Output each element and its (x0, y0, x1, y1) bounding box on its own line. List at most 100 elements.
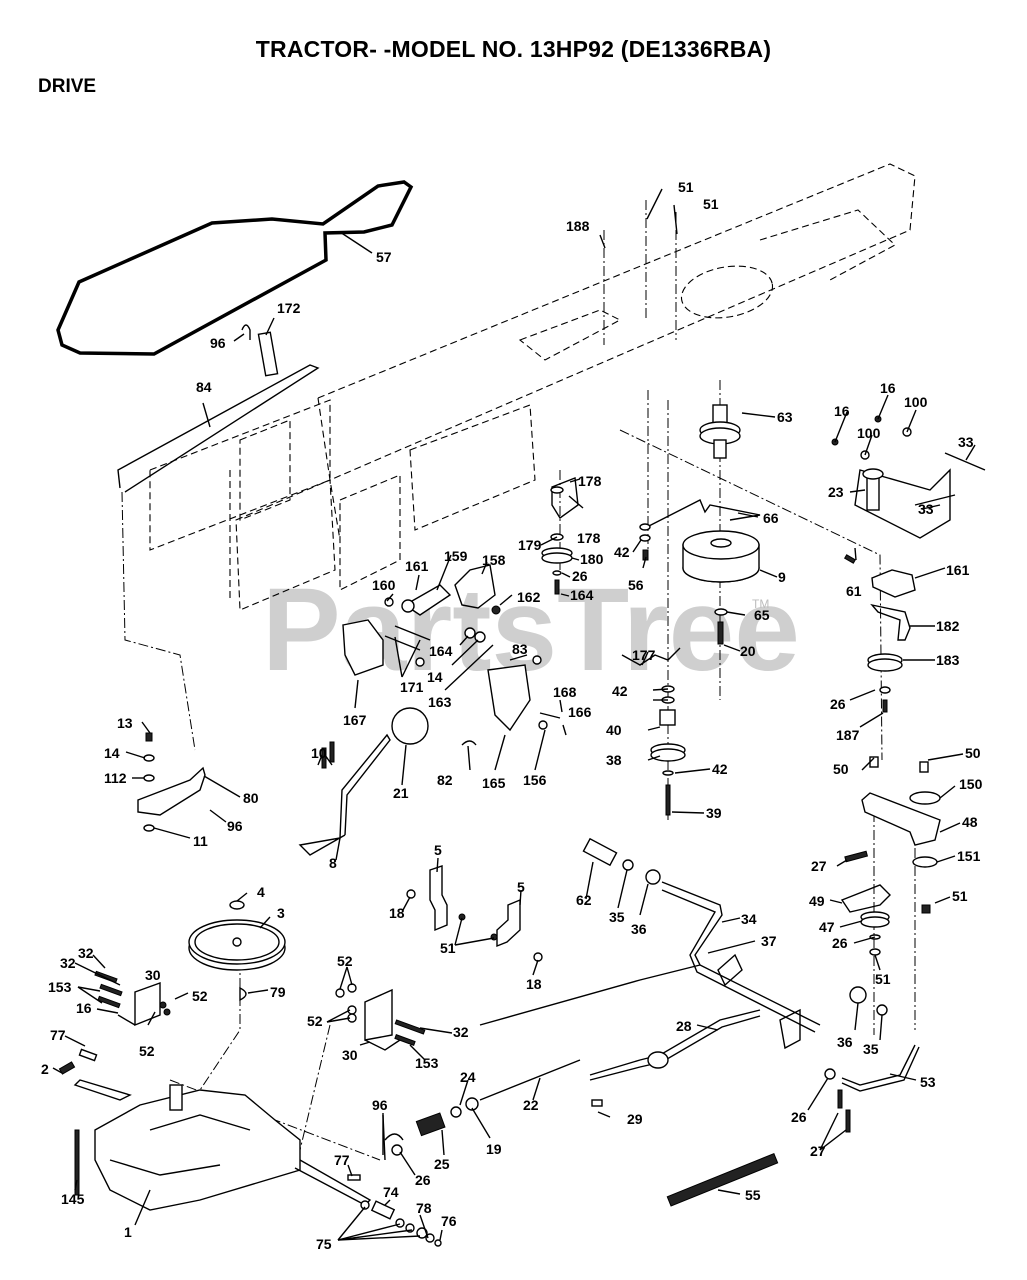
brake-rod-28[interactable] (479, 964, 761, 1107)
callout-77[interactable]: 77 (50, 1027, 66, 1043)
callout-161[interactable]: 161 (405, 558, 429, 574)
callout-8[interactable]: 8 (329, 855, 337, 871)
callout-42[interactable]: 42 (612, 683, 628, 699)
callout-57[interactable]: 57 (376, 249, 392, 265)
callout-11[interactable]: 11 (193, 833, 208, 849)
callout-26[interactable]: 26 (830, 696, 846, 712)
callout-13[interactable]: 13 (117, 715, 133, 731)
callout-34[interactable]: 34 (741, 911, 757, 927)
callout-158[interactable]: 158 (482, 552, 506, 568)
callout-42[interactable]: 42 (712, 761, 728, 777)
callout-27[interactable]: 27 (810, 1143, 826, 1159)
bracket-assembly[interactable] (831, 415, 986, 539)
rod-84[interactable] (117, 324, 320, 493)
callout-20[interactable]: 20 (740, 643, 756, 659)
callout-62[interactable]: 62 (576, 892, 592, 908)
spring-55[interactable] (666, 1152, 779, 1207)
callout-52[interactable]: 52 (307, 1013, 323, 1029)
transmission-pulley-3[interactable] (188, 900, 286, 1002)
callout-28[interactable]: 28 (676, 1018, 692, 1034)
callout-66[interactable]: 66 (763, 510, 779, 526)
callout-168[interactable]: 168 (553, 684, 577, 700)
callout-162[interactable]: 162 (517, 589, 541, 605)
callout-182[interactable]: 182 (936, 618, 960, 634)
callout-177[interactable]: 177 (632, 647, 656, 663)
callout-112[interactable]: 112 (104, 770, 127, 786)
callout-145[interactable]: 145 (61, 1191, 85, 1207)
callout-50[interactable]: 50 (833, 761, 849, 777)
pulley-63[interactable] (699, 404, 741, 459)
callout-78[interactable]: 78 (416, 1200, 432, 1216)
callout-39[interactable]: 39 (706, 805, 722, 821)
callout-5[interactable]: 5 (434, 842, 442, 858)
callout-96[interactable]: 96 (227, 818, 243, 834)
pedal-bracket-assembly[interactable] (342, 564, 561, 746)
callout-61[interactable]: 61 (846, 583, 862, 599)
callout-47[interactable]: 47 (819, 919, 835, 935)
drive-belt[interactable] (56, 180, 414, 356)
callout-84[interactable]: 84 (196, 379, 212, 395)
callout-10[interactable]: 10 (311, 745, 327, 761)
callout-26[interactable]: 26 (415, 1172, 431, 1188)
callout-40[interactable]: 40 (606, 722, 622, 738)
lever-80[interactable] (137, 732, 206, 832)
callout-65[interactable]: 65 (754, 607, 770, 623)
callout-183[interactable]: 183 (936, 652, 960, 668)
callout-165[interactable]: 165 (482, 775, 506, 791)
callout-178[interactable]: 178 (577, 530, 601, 546)
callout-23[interactable]: 23 (828, 484, 844, 500)
callout-29[interactable]: 29 (627, 1111, 643, 1127)
callout-77[interactable]: 77 (334, 1152, 350, 1168)
callout-33[interactable]: 33 (958, 434, 974, 450)
idler-arm-48-assembly[interactable] (840, 756, 941, 956)
callout-50[interactable]: 50 (965, 745, 981, 761)
callout-51[interactable]: 51 (703, 196, 719, 212)
callout-22[interactable]: 22 (523, 1097, 539, 1113)
callout-30[interactable]: 30 (342, 1047, 358, 1063)
callout-26[interactable]: 26 (572, 568, 588, 584)
callout-52[interactable]: 52 (139, 1043, 155, 1059)
callout-24[interactable]: 24 (460, 1069, 476, 1085)
callout-63[interactable]: 63 (777, 409, 793, 425)
callout-172[interactable]: 172 (277, 300, 301, 316)
callout-167[interactable]: 167 (343, 712, 367, 728)
callout-96[interactable]: 96 (372, 1097, 388, 1113)
bracket-30-right[interactable] (335, 983, 426, 1051)
callout-74[interactable]: 74 (383, 1184, 399, 1200)
callout-30[interactable]: 30 (145, 967, 161, 983)
idler-180-assembly[interactable] (541, 477, 579, 595)
callout-53[interactable]: 53 (920, 1074, 936, 1090)
callout-9[interactable]: 9 (778, 569, 786, 585)
callout-38[interactable]: 38 (606, 752, 622, 768)
callout-51[interactable]: 51 (678, 179, 694, 195)
callout-100[interactable]: 100 (857, 425, 881, 441)
callout-5[interactable]: 5 (517, 879, 525, 895)
callout-52[interactable]: 52 (192, 988, 208, 1004)
callout-1[interactable]: 1 (124, 1224, 132, 1240)
callout-35[interactable]: 35 (863, 1041, 879, 1057)
callout-2[interactable]: 2 (41, 1061, 49, 1077)
callout-32[interactable]: 32 (60, 955, 76, 971)
callout-188[interactable]: 188 (566, 218, 590, 234)
callout-56[interactable]: 56 (628, 577, 644, 593)
callout-164[interactable]: 164 (429, 643, 453, 659)
callout-160[interactable]: 160 (372, 577, 396, 593)
callout-35[interactable]: 35 (609, 909, 625, 925)
callout-51[interactable]: 51 (952, 888, 968, 904)
callout-153[interactable]: 153 (415, 1055, 439, 1071)
callout-26[interactable]: 26 (832, 935, 848, 951)
callout-150[interactable]: 150 (959, 776, 983, 792)
callout-36[interactable]: 36 (631, 921, 647, 937)
idler-183-assembly[interactable] (843, 554, 916, 713)
shift-lever-8[interactable] (298, 707, 429, 856)
callout-36[interactable]: 36 (837, 1034, 853, 1050)
rod-22-assembly[interactable] (382, 1059, 581, 1161)
callout-80[interactable]: 80 (243, 790, 259, 806)
callout-14[interactable]: 14 (104, 745, 120, 761)
callout-96[interactable]: 96 (210, 335, 226, 351)
callout-16[interactable]: 16 (76, 1000, 92, 1016)
rod-53-assembly[interactable] (824, 986, 920, 1133)
callout-159[interactable]: 159 (444, 548, 468, 564)
callout-49[interactable]: 49 (809, 893, 825, 909)
callout-18[interactable]: 18 (389, 905, 405, 921)
